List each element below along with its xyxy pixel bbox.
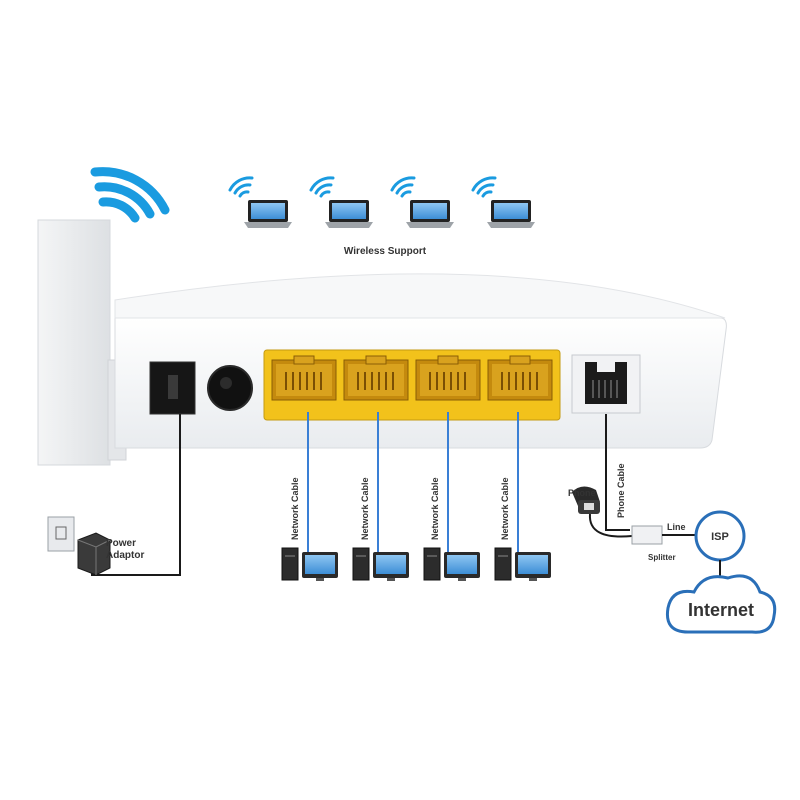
power-adapter-label-line2: Adaptor bbox=[106, 550, 144, 561]
lan-port[interactable] bbox=[487, 355, 553, 401]
splitter-icon bbox=[631, 525, 696, 545]
router-antenna bbox=[37, 219, 127, 466]
internet-label: Internet bbox=[688, 600, 754, 620]
desktop-pc bbox=[352, 547, 409, 581]
isp-label: ISP bbox=[711, 531, 729, 543]
line-label: Line bbox=[667, 522, 686, 532]
wireless-laptop bbox=[390, 176, 454, 228]
phone-cable-label: Phone Cable bbox=[616, 463, 626, 518]
wifi-icon bbox=[471, 176, 497, 198]
internet-cloud: Internet bbox=[665, 574, 777, 634]
wireless-clients bbox=[228, 176, 535, 228]
desktop-pc bbox=[423, 547, 480, 581]
lan-port[interactable] bbox=[343, 355, 409, 401]
splitter-label: Splitter bbox=[648, 553, 676, 562]
network-cable-label: Network Cable bbox=[500, 477, 510, 540]
wireless-laptop bbox=[471, 176, 535, 228]
network-cable-label: Network Cable bbox=[430, 477, 440, 540]
desktop-pc bbox=[281, 547, 338, 581]
wifi-icon bbox=[390, 176, 416, 198]
wireless-laptop bbox=[228, 176, 292, 228]
phone-line-port[interactable] bbox=[571, 354, 641, 414]
lan-port[interactable] bbox=[271, 355, 337, 401]
phone-handset-cord bbox=[588, 513, 633, 538]
wifi-broadcast-icon bbox=[90, 167, 170, 223]
power-jack bbox=[149, 361, 196, 415]
desktop-pc bbox=[494, 547, 551, 581]
wireless-laptop bbox=[309, 176, 373, 228]
lan-port[interactable] bbox=[415, 355, 481, 401]
wireless-support-label: Wireless Support bbox=[344, 246, 427, 257]
power-adapter-label-line1: Power bbox=[106, 538, 136, 549]
network-cable-label: Network Cable bbox=[360, 477, 370, 540]
power-adapter-icon bbox=[47, 516, 111, 576]
wired-clients bbox=[281, 547, 551, 581]
phone-label: Phone bbox=[568, 488, 596, 498]
lan-port-block bbox=[263, 349, 561, 421]
wifi-icon bbox=[228, 176, 254, 198]
phone-cable bbox=[605, 414, 630, 531]
lan-ports bbox=[271, 355, 553, 401]
isp-node: ISP bbox=[694, 510, 746, 562]
network-cable-label: Network Cable bbox=[290, 477, 300, 540]
power-button[interactable] bbox=[207, 365, 253, 411]
wifi-icon bbox=[309, 176, 335, 198]
phone-icon bbox=[572, 486, 600, 514]
lan-cables: Network Cable Network Cable Network Cable N… bbox=[290, 412, 519, 552]
